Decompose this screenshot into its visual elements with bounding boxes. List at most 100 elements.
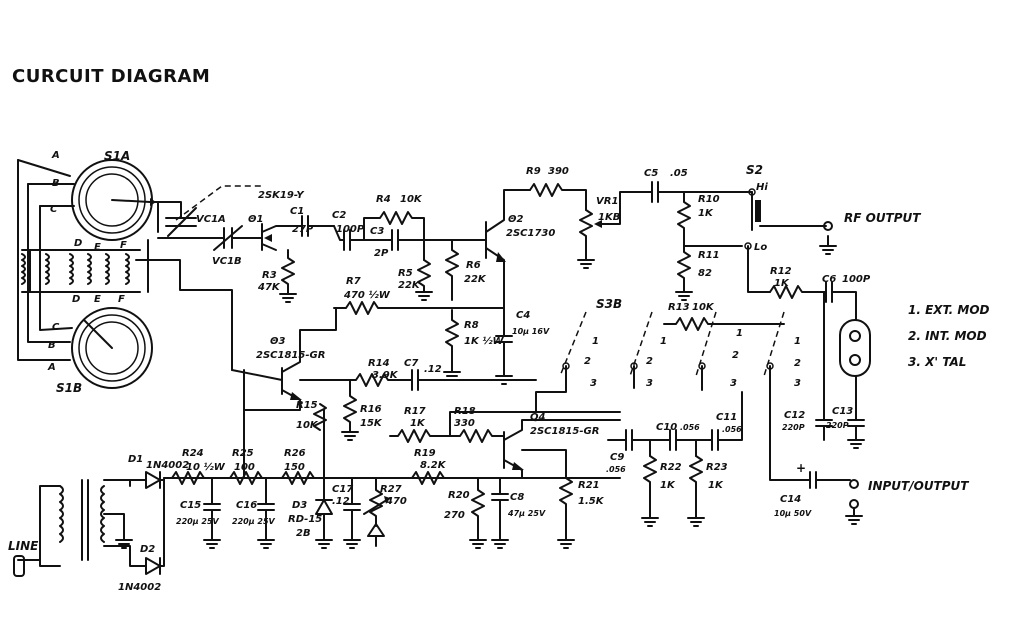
r12-value: 1K	[774, 278, 790, 289]
s1b-pos-a: A	[47, 362, 56, 373]
r18-value: 330	[454, 418, 475, 429]
r4-label: R4	[376, 194, 391, 205]
c8-label: C8	[510, 492, 524, 503]
s1b-label: S1B	[56, 381, 82, 395]
s1a-pos-a: A	[51, 150, 60, 161]
resistor-r22	[641, 455, 659, 527]
resistor-r20	[469, 477, 487, 549]
q4-label: Q4	[530, 412, 546, 423]
r8-value: 1K ½W	[464, 335, 505, 347]
d3-part: RD-15	[288, 514, 322, 525]
s3b-label: S3B	[596, 297, 622, 311]
capacitor-c16	[257, 477, 275, 549]
capacitor-c5	[639, 181, 753, 203]
c7-value: .12	[424, 364, 442, 375]
resistor-r26	[281, 471, 315, 485]
resistor-r18	[449, 411, 621, 443]
r7-value: 470 ½W	[343, 289, 391, 301]
power-rail	[163, 409, 621, 479]
c16-value: 220μ 25V	[232, 517, 276, 526]
resistor-r12	[769, 285, 825, 299]
capacitor-c11	[695, 391, 743, 451]
resistor-r10	[677, 191, 691, 247]
r26-label: R26	[284, 448, 306, 459]
resistor-r16	[341, 379, 359, 441]
mode-2: 2. INT. MOD	[908, 329, 987, 343]
r11-value: 82	[698, 268, 712, 279]
capacitor-c10	[649, 429, 697, 457]
c5-value: .05	[670, 168, 688, 179]
c15-value: 220μ 25V	[176, 517, 220, 526]
c13-value: 220P	[826, 421, 849, 430]
transistor-q3	[231, 307, 337, 411]
s3b-c-3: 3	[730, 378, 737, 389]
rf-output-label: RF OUTPUT	[844, 211, 921, 225]
c6-value: 100P	[842, 274, 871, 285]
resistor-r3	[279, 249, 297, 303]
s1a-pos-d: D	[74, 238, 82, 249]
r23-value: 1K	[708, 480, 724, 491]
c11-label: C11	[716, 412, 737, 423]
capacitor-c17	[343, 477, 361, 549]
input-output-terminal	[845, 479, 863, 525]
c4-value: 10μ 16V	[512, 327, 550, 336]
resistor-r5	[415, 259, 433, 301]
line-plug	[13, 485, 61, 577]
resistor-r23	[687, 455, 705, 527]
c4-label: C4	[516, 310, 530, 321]
resistor-r9	[529, 183, 587, 211]
mode-3: 3. X' TAL	[908, 355, 966, 369]
r20-label: R20	[448, 490, 470, 501]
r15-value: 10K	[296, 420, 319, 431]
capacitor-c2	[333, 225, 365, 251]
crystal-socket	[823, 291, 871, 407]
r20-value: 270	[444, 510, 465, 521]
r16-value: 15K	[360, 418, 383, 429]
s3b-b-2: 2	[646, 356, 653, 367]
switch-s1b	[71, 307, 153, 389]
s2-lo-label: Lo	[754, 242, 767, 253]
s2-hi-label: Hi	[756, 182, 768, 193]
r4-value: 10K	[400, 194, 423, 205]
s1a-pos-c: C	[50, 204, 58, 215]
s1a-pos-e: E	[94, 242, 101, 253]
capacitor-c9	[607, 429, 651, 457]
q1-label: Θ1	[248, 214, 263, 225]
input-output-label: INPUT/OUTPUT	[868, 479, 969, 493]
q2-part: 2SC1730	[506, 228, 555, 239]
resistor-r4	[363, 211, 425, 261]
q4-part: 2SC1815-GR	[530, 426, 599, 437]
r19-value: 8.2K	[420, 460, 447, 471]
vr1-value: 1KB	[598, 212, 620, 223]
c10-label: C10	[656, 422, 677, 433]
s3b-a-2: 2	[584, 356, 591, 367]
r19-label: R19	[414, 448, 436, 459]
c1-label: C1	[290, 206, 304, 217]
r3-label: R3	[262, 270, 277, 281]
vc1-gang-link	[175, 185, 262, 221]
d3-value: 2B	[296, 528, 311, 539]
c14-label: C14	[780, 494, 801, 505]
resistor-r25	[229, 471, 263, 485]
transistor-q4	[503, 419, 621, 479]
r10-value: 1K	[698, 208, 714, 219]
s3b-d-2: 2	[794, 358, 801, 369]
resistor-r11	[675, 245, 743, 301]
s1-wiring	[17, 159, 233, 371]
r10-label: R10	[698, 194, 720, 205]
s3b-a-1: 1	[592, 336, 599, 347]
rf-output-terminal	[819, 221, 837, 255]
c10-value: .056	[680, 423, 700, 432]
capacitor-c8	[491, 477, 509, 549]
q2-label: Θ2	[508, 214, 524, 225]
s3b-c-1: 1	[736, 328, 743, 339]
capacitor-c3	[363, 229, 425, 251]
c1-value: 27P	[292, 224, 314, 235]
switch-s1a	[71, 159, 156, 241]
r13-label: R13	[668, 302, 690, 313]
mode-1: 1. EXT. MOD	[908, 303, 990, 317]
s2-label: S2	[746, 163, 763, 177]
resistor-r7	[333, 301, 505, 315]
c17-label: C17	[332, 484, 353, 495]
